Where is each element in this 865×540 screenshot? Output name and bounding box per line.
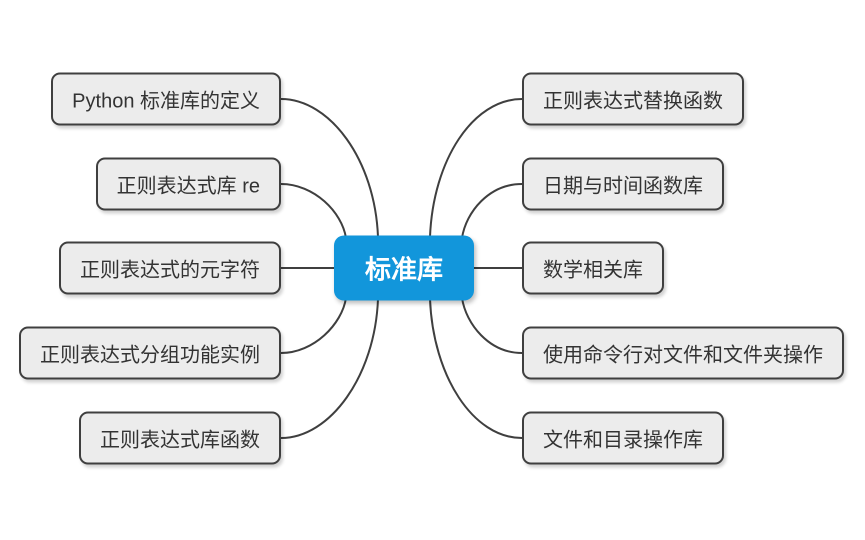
connector-left-5	[280, 298, 379, 439]
branch-node-regex-replace-functions[interactable]: 正则表达式替换函数	[522, 72, 744, 126]
branch-node-date-time-library[interactable]: 日期与时间函数库	[522, 157, 724, 211]
connector-right-5	[429, 298, 523, 439]
branch-node-file-directory-library[interactable]: 文件和目录操作库	[522, 411, 724, 465]
branch-node-regex-library-functions[interactable]: 正则表达式库函数	[79, 411, 281, 465]
branch-node-math-libraries[interactable]: 数学相关库	[522, 241, 664, 295]
connector-left-2	[280, 183, 347, 239]
branch-node-cli-file-folder-operations[interactable]: 使用命令行对文件和文件夹操作	[522, 326, 844, 380]
connector-right-1	[429, 98, 523, 238]
branch-node-python-stdlib-definition[interactable]: Python 标准库的定义	[51, 72, 281, 126]
branch-node-regex-grouping-examples[interactable]: 正则表达式分组功能实例	[19, 326, 281, 380]
connector-right-2	[461, 183, 523, 239]
branch-node-regex-library-re[interactable]: 正则表达式库 re	[95, 157, 281, 211]
branch-node-regex-metacharacters[interactable]: 正则表达式的元字符	[59, 241, 281, 295]
root-node-standard-library[interactable]: 标准库	[333, 235, 475, 301]
connector-left-1	[280, 98, 379, 238]
connector-left-4	[280, 297, 347, 354]
connector-right-4	[461, 297, 523, 354]
